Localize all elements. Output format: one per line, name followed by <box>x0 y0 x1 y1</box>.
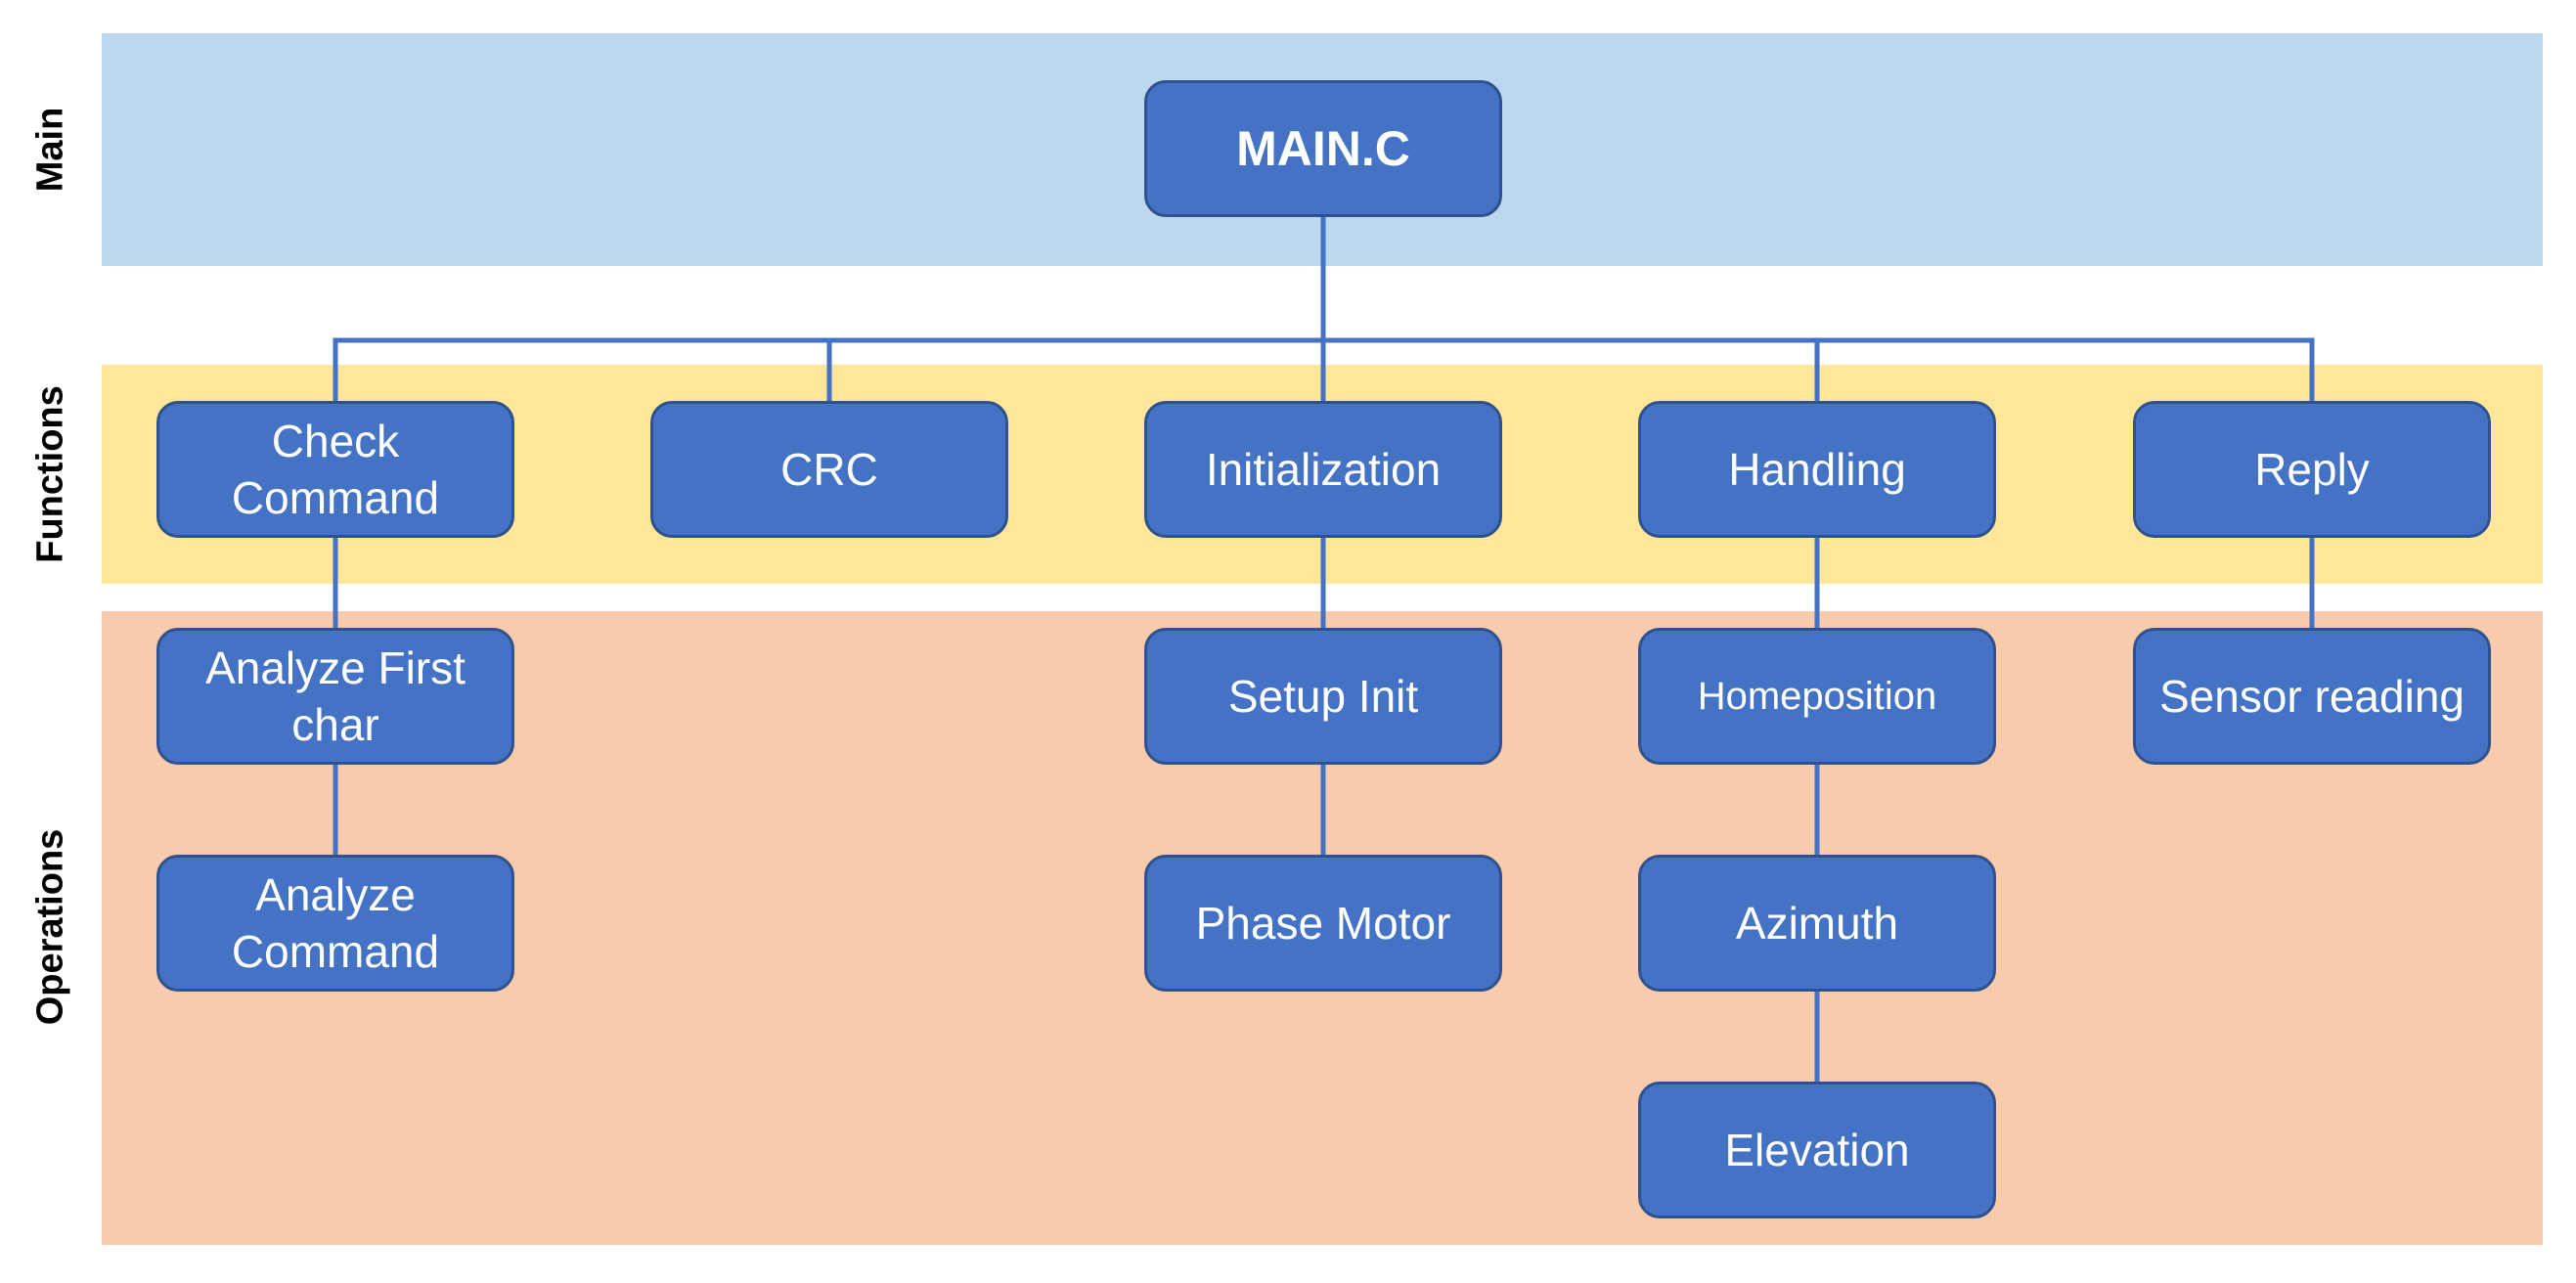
node-initialization-label: Initialization <box>1205 444 1442 495</box>
node-initialization: Initialization <box>1144 401 1502 538</box>
node-phase-motor-label: Phase Motor <box>1195 898 1451 949</box>
node-crc: CRC <box>650 401 1008 538</box>
node-analyze-first-char-label: Analyze First char <box>205 642 466 750</box>
node-check-command-label: Check Command <box>231 416 440 523</box>
node-elevation-label: Elevation <box>1724 1125 1910 1175</box>
node-setup-init: Setup Init <box>1144 628 1502 765</box>
node-phase-motor: Phase Motor <box>1144 855 1502 992</box>
node-analyze-command: Analyze Command <box>156 855 514 992</box>
node-setup-init-label: Setup Init <box>1227 671 1419 722</box>
node-analyze-command-label: Analyze Command <box>231 869 440 977</box>
node-reply-label: Reply <box>2254 444 2370 495</box>
node-main-c: MAIN.C <box>1144 80 1502 217</box>
node-reply: Reply <box>2133 401 2491 538</box>
node-homeposition-label: Homeposition <box>1697 675 1937 718</box>
node-sensor-reading: Sensor reading <box>2133 628 2491 765</box>
node-crc-label: CRC <box>780 444 878 495</box>
node-sensor-reading-label: Sensor reading <box>2159 671 2465 722</box>
node-analyze-first-char: Analyze First char <box>156 628 514 765</box>
node-handling-label: Handling <box>1728 444 1906 495</box>
node-azimuth-label: Azimuth <box>1735 898 1899 949</box>
node-elevation: Elevation <box>1638 1082 1996 1218</box>
node-homeposition: Homeposition <box>1638 628 1996 765</box>
node-check-command: Check Command <box>156 401 514 538</box>
node-handling: Handling <box>1638 401 1996 538</box>
node-azimuth: Azimuth <box>1638 855 1996 992</box>
node-main-c-label: MAIN.C <box>1236 121 1410 176</box>
